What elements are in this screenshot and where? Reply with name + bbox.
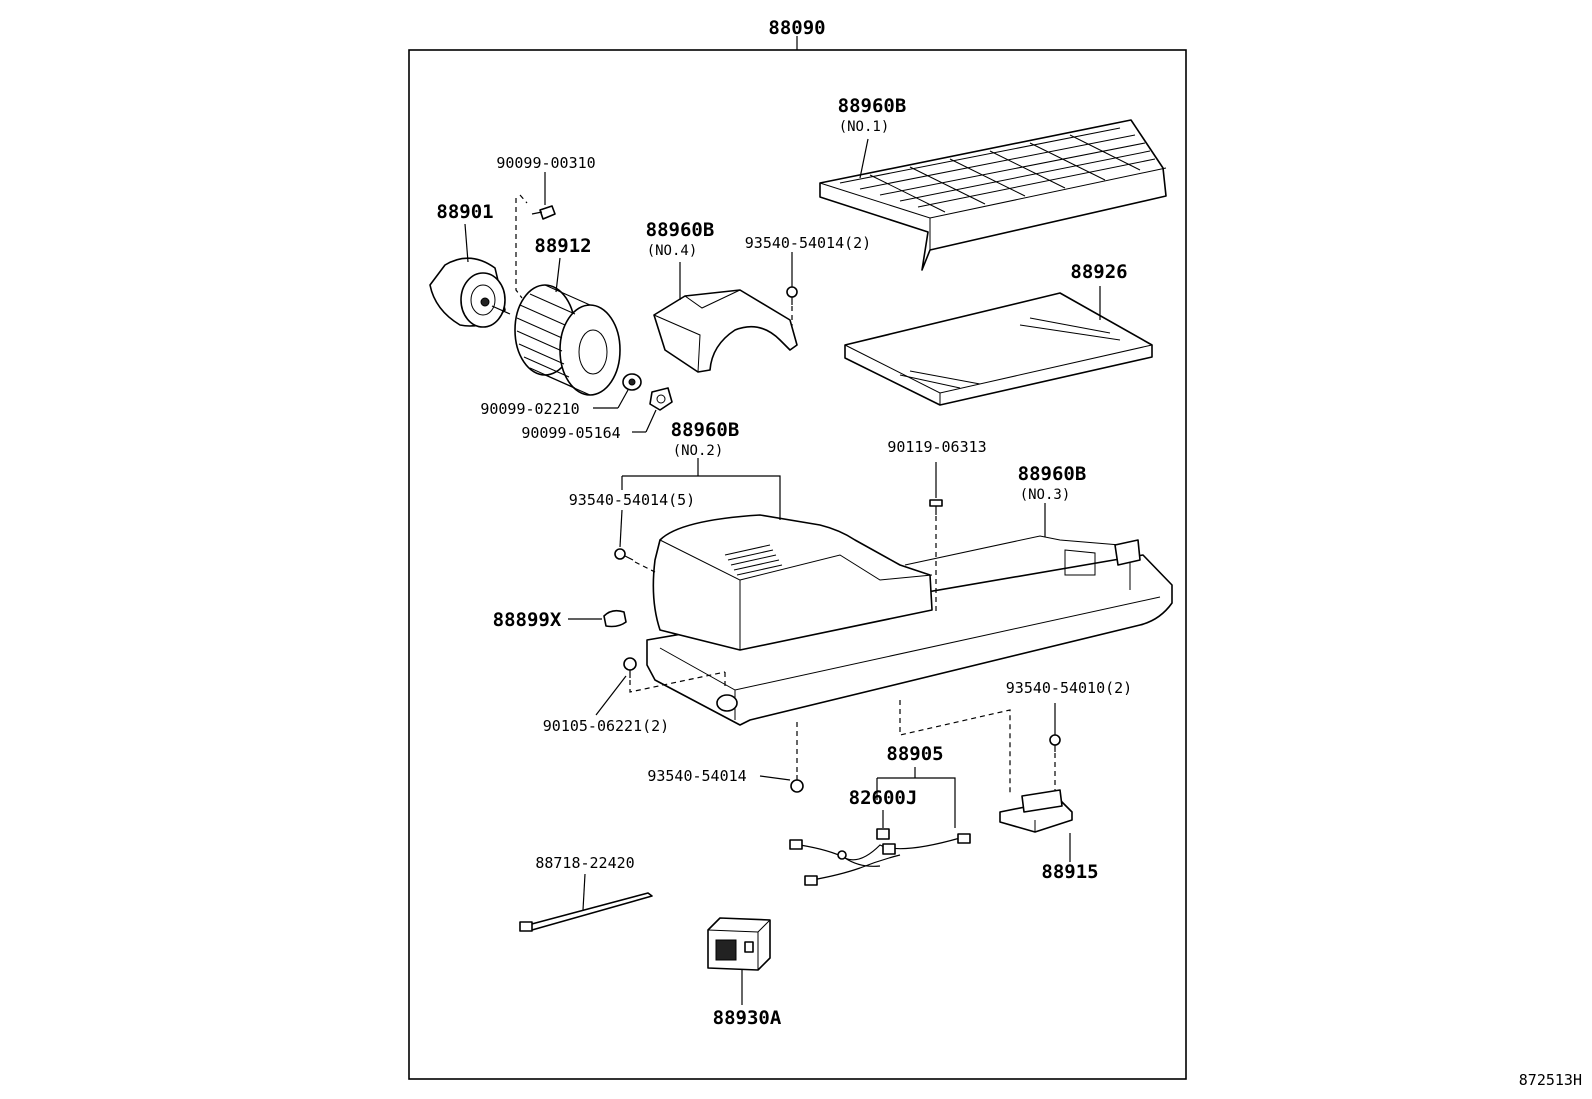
relay-label: 82600J (849, 787, 918, 809)
screw-54014-5-label: 93540-54014(5) (569, 491, 695, 509)
diagram-id-label: 872513H (1519, 1071, 1582, 1089)
case-no3-label: 88960B (1018, 463, 1087, 485)
filter-cover-no1-part (819, 119, 1167, 271)
screw-00310-label: 90099-00310 (496, 154, 595, 172)
harness-label: 88905 (886, 743, 943, 765)
filter-cover-no1-label: 88960B (838, 95, 907, 117)
switch-part (707, 917, 771, 971)
screw-54010-part (1049, 734, 1061, 752)
case-no2-vent (724, 544, 783, 576)
bolt-06221-2-label: 90105-06221(2) (543, 717, 669, 735)
wire-harness-part (789, 833, 971, 886)
washer-label: 90099-02210 (480, 400, 579, 418)
assembly-label: 88090 (768, 17, 825, 39)
resistor-part (999, 789, 1073, 833)
motor-label: 88901 (436, 201, 493, 223)
screw-54014-5-part (614, 548, 634, 561)
tie-band-label: 88718-22420 (535, 854, 634, 872)
case-no4-note: (NO.4) (647, 243, 698, 259)
filter-part (844, 292, 1153, 406)
screw-54014-2-part (786, 286, 798, 305)
filter-cover-no1-note: (NO.1) (839, 119, 890, 135)
case-no4-part (653, 289, 798, 373)
fan-label: 88912 (534, 235, 591, 257)
resistor-label: 88915 (1041, 861, 1098, 883)
leader-lines (464, 138, 1101, 1005)
screw-54014-part (790, 775, 804, 793)
blower-fan-part (514, 284, 621, 396)
case-no3-note: (NO.3) (1020, 487, 1071, 503)
bolt-06221-part (623, 657, 637, 678)
nut-part (649, 387, 673, 411)
switch-label: 88930A (713, 1007, 782, 1029)
grommet-part (603, 609, 627, 628)
case-no3-part (646, 535, 1173, 726)
grommet-label: 88899X (493, 609, 562, 631)
tie-band-part (519, 892, 653, 932)
bolt-06313-part (929, 499, 943, 515)
screw-00310-part (531, 205, 556, 220)
case-no2-part (652, 514, 933, 651)
screw-54014-label: 93540-54014 (647, 767, 746, 785)
case-no2-note: (NO.2) (673, 443, 724, 459)
case-no4-label: 88960B (646, 219, 715, 241)
screw-54014-2-label: 93540-54014(2) (745, 234, 871, 252)
bolt-06313-label: 90119-06313 (887, 438, 986, 456)
blower-motor-part (429, 257, 511, 328)
relay-part (876, 828, 896, 855)
washer-part (622, 373, 642, 391)
case-no2-label: 88960B (671, 419, 740, 441)
screw-54010-2-label: 93540-54010(2) (1006, 679, 1132, 697)
filter-label: 88926 (1070, 261, 1127, 283)
nut-label: 90099-05164 (521, 424, 620, 442)
